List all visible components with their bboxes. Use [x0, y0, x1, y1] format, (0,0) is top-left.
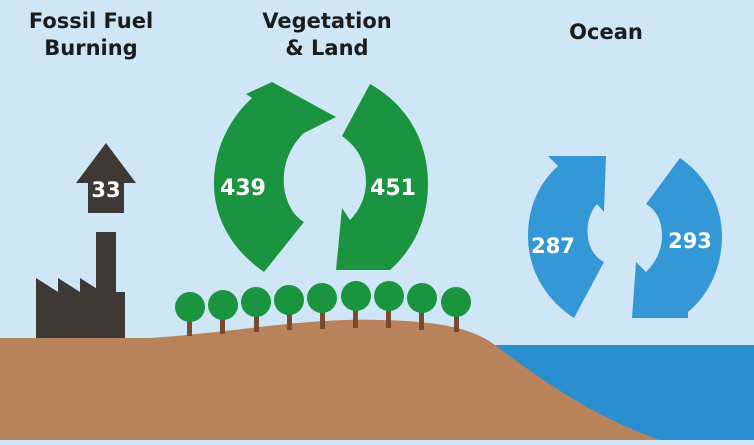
- fossil-heading-line-1: Fossil Fuel: [28, 9, 154, 33]
- ocean-cycle-icon: [528, 156, 722, 318]
- ocean-down-value: 293: [668, 229, 712, 253]
- vegetation-up-value: 439: [220, 176, 266, 201]
- tree-icon: [374, 281, 404, 328]
- vegetation-heading-line-2: & Land: [285, 36, 369, 60]
- ocean-up-arrow-icon: [528, 156, 606, 318]
- ocean-heading-line-1: Ocean: [569, 20, 643, 44]
- vegetation-cycle-icon: [214, 82, 428, 272]
- ocean-heading: Ocean: [546, 19, 666, 46]
- tree-icon: [341, 281, 371, 328]
- vegetation-down-value: 451: [370, 176, 416, 201]
- fossil-up-arrow-icon: [76, 143, 136, 213]
- tree-row: [175, 281, 471, 336]
- fossil-flux-value: 33: [91, 178, 120, 202]
- vegetation-heading-line-1: Vegetation: [262, 9, 392, 33]
- ocean-down-arrow-icon: [632, 158, 722, 318]
- vegetation-up-arrow-icon: [214, 82, 336, 272]
- ocean-up-value: 287: [531, 234, 575, 258]
- land-ground: [0, 319, 660, 440]
- fossil-fuel-heading: Fossil Fuel Burning: [14, 8, 168, 62]
- factory-icon: [36, 232, 125, 338]
- vegetation-land-heading: Vegetation & Land: [248, 8, 406, 62]
- tree-icon: [175, 292, 205, 336]
- tree-icon: [208, 290, 238, 334]
- vegetation-down-arrow-icon: [336, 84, 428, 270]
- tree-icon: [274, 285, 304, 330]
- tree-icon: [407, 283, 437, 330]
- fossil-heading-line-2: Burning: [44, 36, 138, 60]
- tree-icon: [307, 283, 337, 329]
- tree-icon: [241, 287, 271, 332]
- tree-icon: [441, 287, 471, 332]
